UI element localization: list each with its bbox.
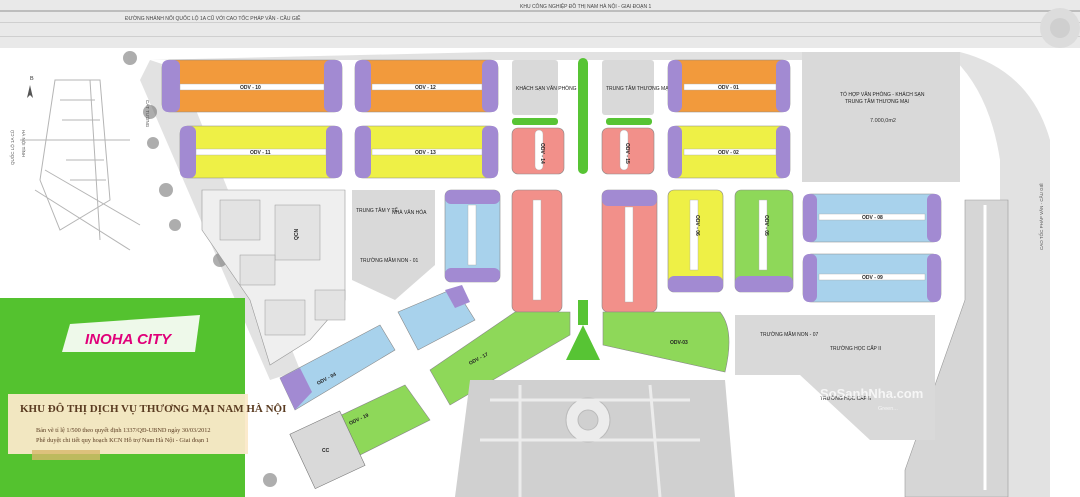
brand-badge: INOHA CITY xyxy=(62,315,200,352)
block-odv-near-qcn[interactable] xyxy=(397,285,476,351)
block-label: ODV - 06 xyxy=(694,215,700,236)
medical-label: TRUNG TÂM Y TẾ xyxy=(356,207,399,214)
compass-icon xyxy=(27,85,33,98)
hotel-office-label: KHÁCH SẠN VĂN PHÒNG xyxy=(516,85,577,92)
block-odv-02[interactable]: ODV - 02 xyxy=(667,125,791,179)
block-odv-center-left[interactable] xyxy=(511,189,563,313)
block-odv-center-right[interactable] xyxy=(601,189,658,313)
road-left-label-3: CÁT TƯỜNG xyxy=(145,100,151,128)
adjacent-site-sketch xyxy=(20,79,141,251)
block-odv-09[interactable]: ODV - 09 xyxy=(802,253,942,303)
block-odv-11[interactable]: ODV - 11 xyxy=(179,125,343,179)
complex-label-2: TRUNG TÂM THƯƠNG MẠI xyxy=(845,98,909,105)
trees xyxy=(123,51,277,487)
brand-name: INOHA CITY xyxy=(85,331,173,348)
block-odv-04[interactable]: ODV - 04 xyxy=(279,324,396,411)
block-label: ODV - 13 xyxy=(415,150,436,156)
primary-school-label: TRƯỜNG HỌC CẤP II xyxy=(830,345,881,352)
complex-label-1: TỔ HỢP VĂN PHÒNG - KHÁCH SẠN xyxy=(840,91,925,98)
block-odv-16[interactable] xyxy=(444,189,501,283)
block-odv-10[interactable]: ODV - 10 xyxy=(161,59,343,113)
block-label: ODV - 15 xyxy=(624,143,630,164)
block-label: ODV - 11 xyxy=(250,150,271,156)
trade-center-lot[interactable]: TRUNG TÂM THƯƠNG MẠI xyxy=(602,60,670,125)
block-label: ODV - 10 xyxy=(240,85,261,91)
central-plaza-arrow xyxy=(566,325,600,360)
block-label: ODV - 05 xyxy=(763,215,769,236)
block-qcn[interactable]: QCN xyxy=(201,189,346,366)
block-odv-05[interactable]: ODV - 05 xyxy=(734,189,794,293)
block-odv-03[interactable]: ODV-03 xyxy=(602,311,730,373)
office-hotel-complex-lot[interactable]: TỔ HỢP VĂN PHÒNG - KHÁCH SẠN TRUNG TÂM T… xyxy=(802,52,960,182)
civic-lot[interactable]: TRUNG TÂM Y TẾ NHÀ VĂN HÓA TRƯỜNG MẦM NO… xyxy=(352,190,435,300)
road-right-label: CAO TỐC PHÁP VÂN - CẦU GIẼ xyxy=(1038,183,1044,250)
center-green-boulevard xyxy=(578,58,588,174)
block-odv-17[interactable]: ODV - 17 xyxy=(429,311,571,406)
road-second-label: ĐƯỜNG NHÁNH NỐI QUỐC LỘ 1A CŨ VỚI CAO TỐ… xyxy=(125,15,301,22)
kindergarten-07-label: TRƯỜNG MẦM NON - 07 xyxy=(760,331,819,338)
road-left-label-2: QUỐC LỘ 1A CŨ xyxy=(9,130,15,165)
cc-label: CC xyxy=(322,448,330,454)
block-label: ODV - 01 xyxy=(718,85,739,91)
block-odv-06[interactable]: ODV - 06 xyxy=(667,189,724,293)
block-odv-08[interactable]: ODV - 08 xyxy=(802,193,942,243)
culture-label: NHÀ VĂN HÓA xyxy=(392,209,427,216)
road-left-label-1: HÀ NỘI TÍNH xyxy=(21,130,27,157)
complex-area: 7.000,0m2 xyxy=(870,118,896,124)
secondary-school-label: TRƯỜNG HỌC CẤP II xyxy=(820,395,871,402)
compass-north: B xyxy=(30,76,34,82)
central-park[interactable] xyxy=(455,380,735,497)
legend-line-2: Phê duyệt chi tiết quy hoạch KCN Hỗ trợ … xyxy=(36,437,209,444)
legend-logo xyxy=(32,450,100,460)
legend-line-1: Bản vẽ tỉ lệ 1/500 theo quyết định 1337/… xyxy=(36,427,211,434)
block-odv-14[interactable]: ODV - 14 xyxy=(511,127,565,175)
legend-box: KHU ĐÔ THỊ DỊCH VỤ THƯƠNG MẠI NAM HÀ NỘI… xyxy=(8,394,286,460)
kindergarten-01-label: TRƯỜNG MẦM NON - 01 xyxy=(360,257,419,264)
school-lot[interactable]: TRƯỜNG MẦM NON - 07 TRƯỜNG HỌC CẤP II TR… xyxy=(735,315,935,440)
qcn-label: QCN xyxy=(294,229,300,241)
watermark-main: SoSanhNha.com xyxy=(820,386,923,401)
legend-title: KHU ĐÔ THỊ DỊCH VỤ THƯƠNG MẠI NAM HÀ NỘI xyxy=(20,402,286,415)
block-odv-13[interactable]: ODV - 13 xyxy=(354,125,499,179)
block-label: ODV - 08 xyxy=(862,215,883,221)
block-label: ODV - 02 xyxy=(718,150,739,156)
block-odv-12[interactable]: ODV - 12 xyxy=(354,59,499,113)
block-odv-15[interactable]: ODV - 15 xyxy=(601,127,655,175)
watermark-sub: Green... xyxy=(878,406,898,412)
block-odv-01[interactable]: ODV - 01 xyxy=(667,59,791,113)
trade-center-label: TRUNG TÂM THƯƠNG MẠI xyxy=(606,85,670,92)
block-label: ODV - 12 xyxy=(415,85,436,91)
block-label: ODV - 14 xyxy=(539,143,545,164)
block-label: ODV - 09 xyxy=(862,275,883,281)
hotel-office-lot[interactable]: KHÁCH SẠN VĂN PHÒNG xyxy=(512,60,577,125)
block-cc[interactable]: CC xyxy=(289,410,366,489)
block-label: ODV-03 xyxy=(670,340,688,346)
road-top-label: KHU CÔNG NGHIỆP ĐỒ THỊ NAM HÀ NỘI - GIAI… xyxy=(520,2,651,10)
